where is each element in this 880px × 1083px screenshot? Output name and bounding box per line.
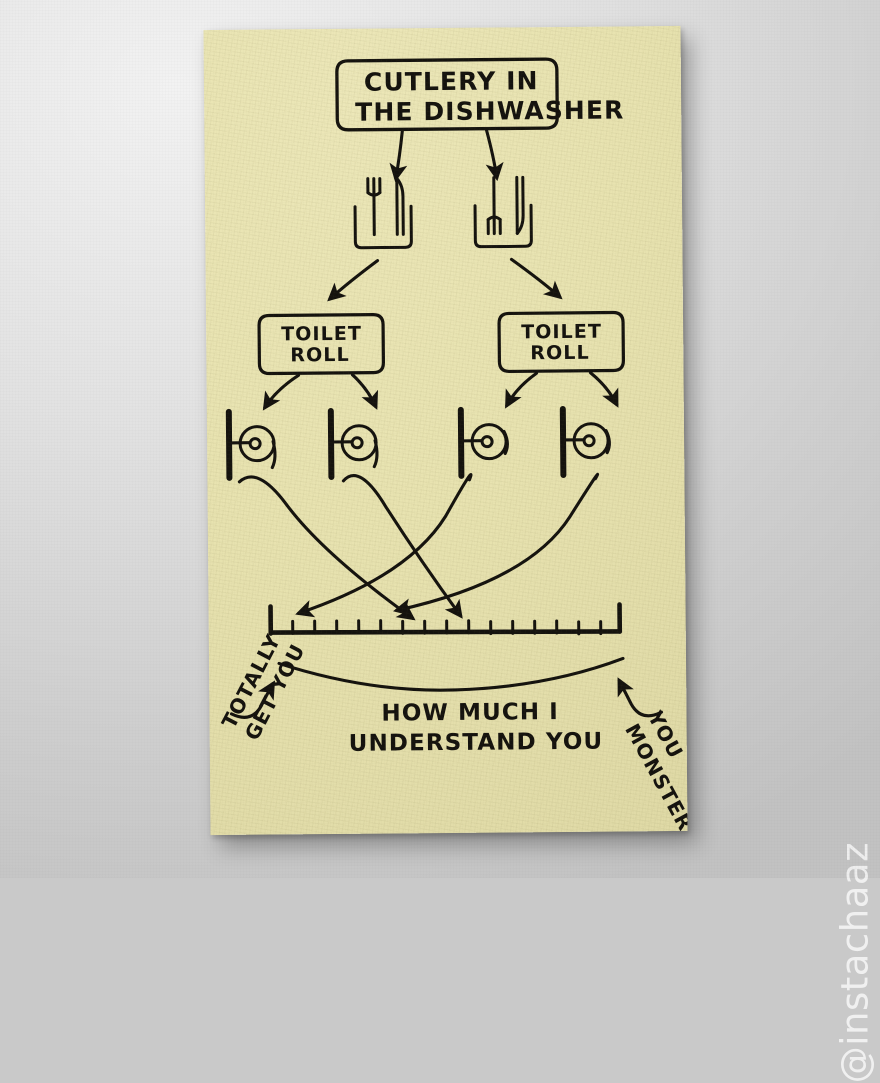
background-wall: CUTLERY IN THE DISHWASHER TOILET ROLL TO… xyxy=(0,0,880,878)
premise-node xyxy=(335,57,559,132)
arrow-roll-right-to-holder-4 xyxy=(588,371,619,408)
scale-caption-line-1: HOW MUCH I xyxy=(381,699,559,727)
arrow-roll-right-to-holder-3 xyxy=(505,371,539,409)
curve-holder-1-to-scale xyxy=(237,475,416,621)
arrow-basket-left-to-roll-left xyxy=(327,259,380,302)
cutlery-basket-handles-down-icon xyxy=(353,176,413,250)
arrow-roll-left-to-holder-1 xyxy=(262,373,301,411)
toilet-roll-holder-over-icon xyxy=(225,408,277,481)
ink-drawing: CUTLERY IN THE DISHWASHER TOILET ROLL TO… xyxy=(217,57,688,835)
toilet-roll-holder-over-icon xyxy=(327,407,379,480)
premise-label-line-1: CUTLERY IN xyxy=(364,66,539,97)
arrow-left-label-to-scale xyxy=(229,680,276,719)
toilet-roll-holder-under-icon xyxy=(457,406,509,479)
arrow-basket-right-to-roll-right xyxy=(509,257,563,300)
arrow-premise-to-basket-left xyxy=(389,128,408,182)
toilet-roll-holder-under-icon xyxy=(559,405,611,478)
watermark-handle: @instachaaz xyxy=(833,842,876,1083)
arrow-roll-left-to-holder-2 xyxy=(350,373,379,410)
curve-holder-2-to-scale xyxy=(341,474,463,619)
paper-sheet: CUTLERY IN THE DISHWASHER TOILET ROLL TO… xyxy=(203,25,688,836)
scale-caption-line-2: UNDERSTAND YOU xyxy=(349,729,604,757)
toilet-roll-node-right xyxy=(497,310,625,374)
curve-holder-3-to-scale xyxy=(295,473,473,618)
toilet-roll-left-line-2: ROLL xyxy=(290,344,350,367)
toilet-roll-right-line-1: TOILET xyxy=(521,321,602,344)
arrow-right-label-to-scale xyxy=(617,677,664,718)
toilet-roll-node-left xyxy=(257,313,386,376)
toilet-roll-left-line-1: TOILET xyxy=(281,323,362,346)
arrow-premise-to-basket-right xyxy=(484,128,504,182)
premise-label-line-2: THE DISHWASHER xyxy=(355,95,624,126)
toilet-roll-right-line-2: ROLL xyxy=(530,342,590,365)
empathy-scale-axis xyxy=(268,602,623,636)
scale-brace xyxy=(277,656,625,692)
cutlery-basket-handles-up-icon xyxy=(473,175,533,249)
curve-holder-4-to-scale xyxy=(393,472,600,617)
